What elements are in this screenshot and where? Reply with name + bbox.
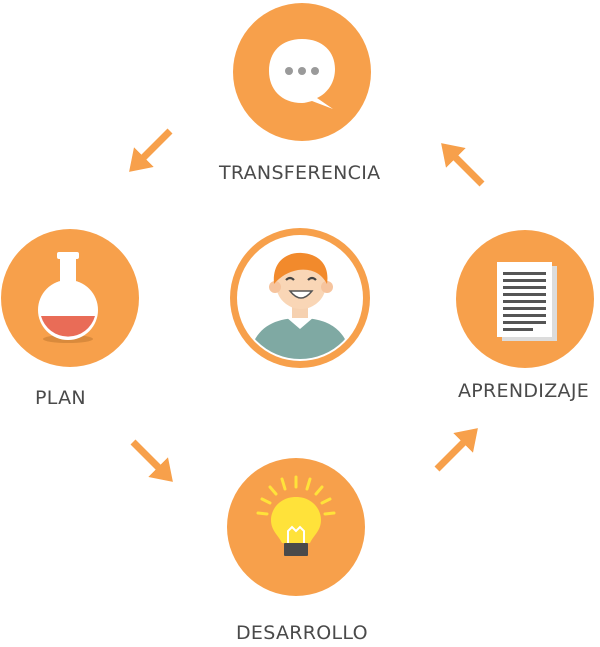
document-icon (497, 262, 557, 341)
arrow-plan-to-desarrollo (130, 439, 173, 482)
center-avatar (230, 228, 370, 368)
node-plan (1, 229, 139, 367)
node-label-plan: PLAN (35, 387, 86, 409)
flask-icon (38, 252, 98, 343)
lightbulb-icon (256, 475, 336, 556)
arrow-aprendizaje-to-transferencia (441, 143, 485, 187)
node-transferencia (233, 3, 371, 141)
node-aprendizaje (456, 230, 594, 368)
speech-bubble-icon (269, 39, 335, 109)
node-label-desarrollo: DESARROLLO (236, 622, 368, 644)
node-label-transferencia: TRANSFERENCIA (219, 162, 381, 184)
node-label-aprendizaje: APRENDIZAJE (458, 380, 590, 402)
arrow-transferencia-to-plan (129, 128, 173, 172)
arrow-desarrollo-to-aprendizaje (434, 428, 478, 472)
node-desarrollo (227, 458, 365, 596)
